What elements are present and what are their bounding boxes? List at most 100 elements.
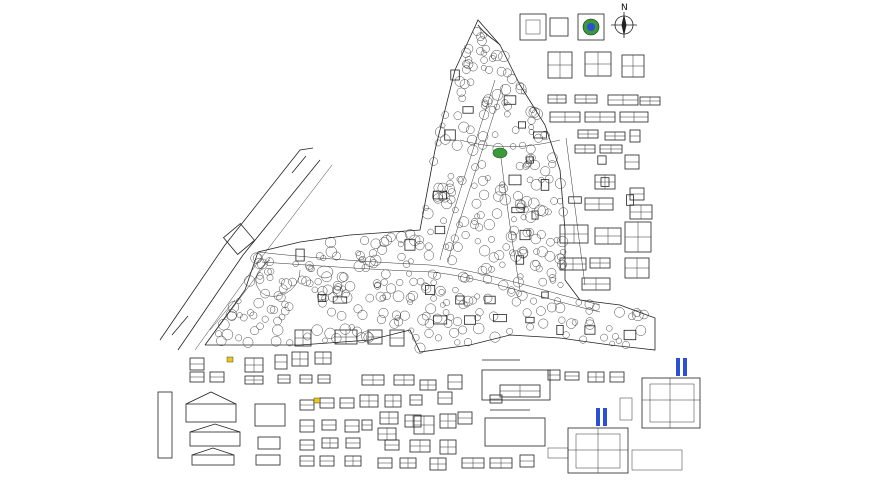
tree-symbol	[475, 308, 484, 317]
tree-symbol	[455, 293, 464, 302]
tree-symbol	[458, 121, 470, 133]
tree-symbol	[318, 299, 327, 308]
tree-symbol	[606, 325, 613, 332]
tree-symbol	[477, 36, 487, 46]
tree-symbol	[571, 319, 579, 326]
tree-symbol	[348, 324, 355, 331]
tree-symbol	[438, 288, 445, 295]
tree-symbol	[315, 252, 324, 261]
tree-symbol	[405, 229, 416, 240]
tree-symbol	[489, 331, 501, 343]
tree-symbol	[365, 293, 375, 303]
tree-symbol	[479, 245, 491, 257]
tree-symbol	[471, 218, 478, 225]
tree-symbol	[421, 311, 431, 321]
tree-symbol	[526, 144, 536, 154]
tree-symbol	[421, 283, 432, 294]
tree-symbol	[498, 183, 509, 194]
tree-symbol	[306, 264, 314, 272]
tree-symbol	[536, 306, 546, 316]
tree-symbol	[278, 284, 288, 294]
tree-symbol	[405, 293, 416, 303]
building-footprint	[556, 325, 564, 335]
building-footprint	[432, 190, 448, 200]
tree-symbol	[464, 56, 473, 64]
tree-symbol	[422, 204, 429, 211]
tree-symbol	[560, 248, 567, 256]
tree-symbol	[471, 182, 478, 189]
building-footprint	[295, 248, 305, 262]
tree-symbol	[280, 306, 290, 316]
tree-symbol	[493, 103, 500, 110]
tree-symbol	[477, 175, 488, 186]
tree-symbol	[414, 342, 426, 354]
tree-symbol	[250, 326, 259, 336]
building-footprint	[516, 255, 525, 265]
tree-symbol	[325, 236, 337, 248]
tree-symbol	[288, 277, 297, 287]
tree-symbol	[480, 64, 487, 71]
tree-symbol	[276, 292, 286, 303]
tree-symbol	[522, 162, 530, 170]
tree-symbol	[305, 261, 314, 270]
highway-corridor	[159, 147, 333, 351]
tree-symbol	[527, 116, 536, 125]
tree-symbol	[377, 244, 388, 255]
tree-symbol	[273, 316, 282, 326]
tree-symbol	[476, 211, 485, 219]
tree-symbol	[359, 255, 366, 263]
tree-symbol	[431, 190, 444, 202]
tree-symbol	[632, 308, 642, 317]
tree-symbol	[407, 299, 414, 306]
tree-symbol	[456, 221, 463, 228]
tree-symbol	[442, 309, 450, 316]
tree-symbol	[396, 231, 408, 243]
tree-symbol	[557, 281, 564, 288]
building-footprint	[444, 129, 456, 141]
tree-symbol	[406, 270, 413, 277]
tree-symbol	[440, 217, 447, 225]
tree-symbol	[446, 179, 454, 187]
tree-symbol	[355, 251, 365, 261]
tree-symbol	[447, 188, 457, 197]
building-footprint	[434, 225, 446, 235]
tree-symbol	[592, 303, 600, 311]
tree-symbol	[423, 250, 435, 261]
tree-symbol	[499, 261, 506, 268]
building-footprint	[540, 179, 550, 191]
tree-symbol	[311, 286, 318, 293]
tree-symbol	[457, 176, 467, 185]
tree-symbol	[615, 337, 622, 344]
tree-symbol	[361, 330, 373, 343]
tree-symbol	[575, 299, 582, 306]
tree-symbol	[483, 293, 493, 303]
tree-symbol	[380, 278, 388, 286]
tree-symbol	[453, 111, 463, 120]
tree-symbol	[609, 340, 615, 347]
tree-symbol	[440, 134, 451, 145]
building-footprint	[404, 239, 416, 251]
tree-symbol	[391, 310, 402, 320]
tree-symbol	[540, 130, 550, 141]
building-footprint	[464, 315, 476, 325]
tree-symbol	[491, 49, 503, 62]
tree-symbol	[491, 208, 503, 219]
tree-symbol	[247, 309, 255, 317]
tree-symbol	[216, 335, 227, 347]
tree-symbol	[600, 333, 608, 342]
tree-symbol	[357, 309, 368, 320]
tree-symbol	[416, 277, 425, 286]
tree-symbol	[550, 197, 558, 205]
tree-symbol	[356, 332, 367, 344]
tree-symbol	[534, 204, 546, 216]
tree-symbol	[446, 195, 456, 204]
tree-symbol	[399, 310, 410, 321]
tree-symbol	[499, 83, 512, 96]
tree-symbol	[440, 302, 446, 308]
tree-symbol	[322, 337, 328, 344]
tree-symbol	[417, 314, 429, 326]
tree-symbol	[344, 281, 356, 292]
tree-symbol	[434, 126, 446, 138]
tree-symbol	[332, 280, 343, 291]
